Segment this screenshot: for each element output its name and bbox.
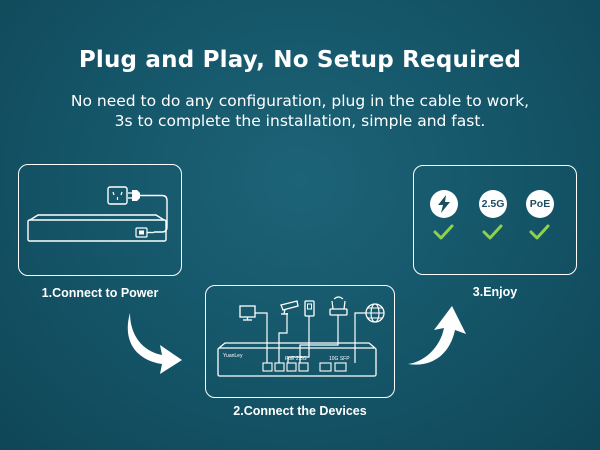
internet-globe-icon bbox=[364, 302, 385, 323]
curved-arrow-down-icon bbox=[127, 313, 182, 374]
access-point-icon bbox=[303, 299, 315, 317]
monitor-icon bbox=[238, 304, 256, 321]
step-2-label: 2.Connect the Devices bbox=[233, 404, 367, 418]
switch-side-illustration bbox=[26, 213, 167, 242]
security-camera-icon bbox=[279, 299, 299, 315]
power-plug-icon bbox=[127, 189, 168, 233]
switch-front-illustration: YuanLey PoE 2.5G 10G SFP bbox=[216, 341, 377, 377]
power-connection-illustration bbox=[26, 185, 168, 242]
curved-arrow-up-icon bbox=[408, 306, 466, 365]
page-title: Plug and Play, No Setup Required bbox=[78, 47, 522, 73]
step-3-label: 3.Enjoy bbox=[472, 285, 518, 299]
checkmark-icon bbox=[482, 224, 503, 240]
step-3-card: 2.5G PoE bbox=[413, 165, 577, 275]
subtitle-line-2: 3s to complete the installation, simple … bbox=[114, 112, 486, 130]
step-1-label: 1.Connect to Power bbox=[41, 286, 159, 300]
switch-sfp-port-label: 10G SFP bbox=[329, 356, 350, 362]
switch-brand-label: YuanLey bbox=[223, 353, 243, 359]
step-1-card bbox=[18, 164, 182, 276]
page-subtitle: No need to do any configuration, plug in… bbox=[20, 91, 580, 131]
speed-2-5g-badge: 2.5G bbox=[479, 190, 507, 218]
devices-connection-illustration: YuanLey PoE 2.5G 10G SFP bbox=[216, 295, 385, 377]
lightning-icon bbox=[430, 190, 458, 218]
step-2-card: YuanLey PoE 2.5G 10G SFP bbox=[205, 285, 395, 398]
wall-socket-icon bbox=[106, 185, 128, 205]
subtitle-line-1: No need to do any configuration, plug in… bbox=[70, 92, 530, 110]
poe-badge: PoE bbox=[526, 190, 554, 218]
checkmark-icon bbox=[433, 224, 454, 240]
checkmark-icon bbox=[529, 224, 550, 240]
router-icon bbox=[328, 295, 348, 316]
switch-poe-port-label: PoE 2.5G bbox=[285, 356, 307, 362]
